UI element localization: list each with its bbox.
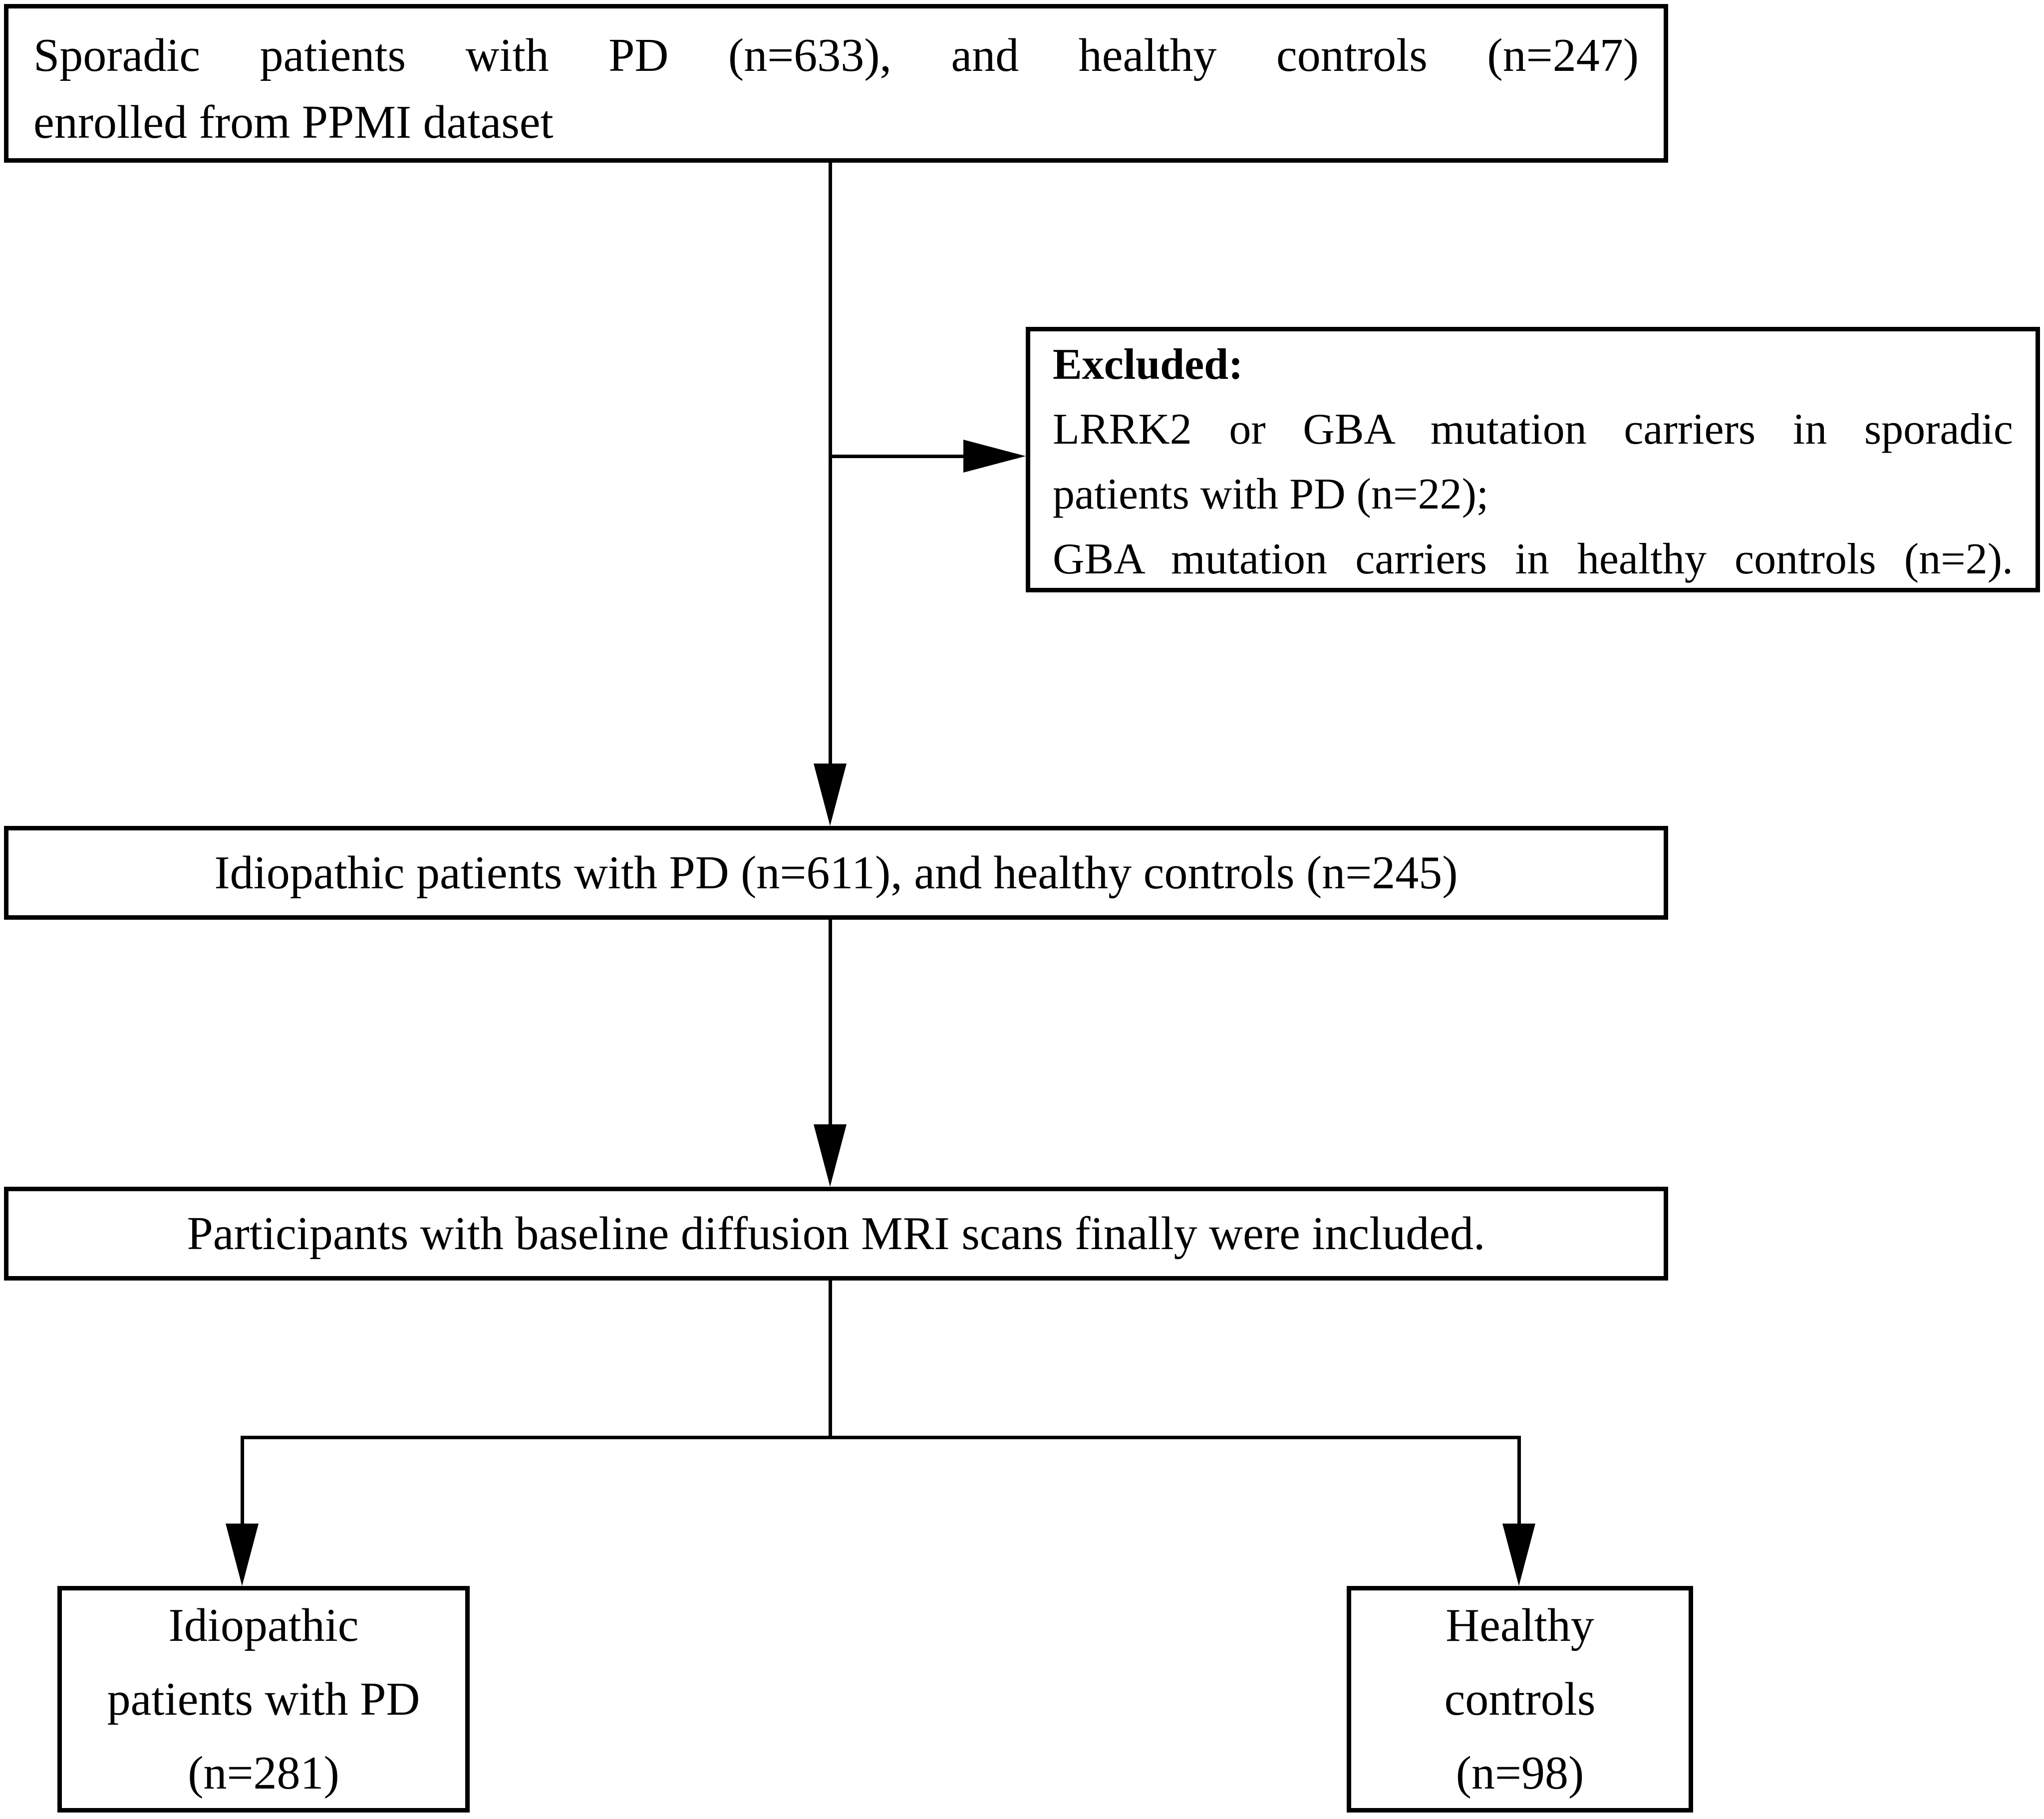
- connector-split-to-final-hc: [1517, 1436, 1521, 1529]
- arrowhead-down-final-pd-icon: [226, 1524, 259, 1586]
- excluded-box-line-1: LRRK2 or GBA mutation carriers in sporad…: [1053, 405, 2013, 454]
- final-hc-box: Healthy controls (n=98): [1347, 1586, 1693, 1813]
- excluded-box: Excluded: LRRK2 or GBA mutation carriers…: [1026, 327, 2040, 592]
- excluded-box-heading: Excluded:: [1053, 340, 1243, 389]
- included-box: Participants with baseline diffusion MRI…: [4, 1187, 1668, 1281]
- enrollment-box-line-1: Sporadic patients with PD (n=633), and h…: [33, 29, 1639, 81]
- arrowhead-right-excluded-icon: [963, 440, 1026, 473]
- included-box-text: Participants with baseline diffusion MRI…: [187, 1208, 1485, 1260]
- connector-included-to-split: [829, 1281, 832, 1439]
- arrowhead-down-final-hc-icon: [1502, 1524, 1535, 1586]
- connector-enrollment-to-idiopathic: [829, 163, 832, 769]
- excluded-box-line-2: patients with PD (n=22);: [1053, 470, 1489, 519]
- excluded-box-line-3: GBA mutation carriers in healthy control…: [1053, 535, 2013, 583]
- final-pd-box-line-1: Idiopathic: [168, 1599, 359, 1651]
- final-pd-box-line-2: patients with PD: [107, 1673, 420, 1725]
- enrollment-box-line-2: enrolled from PPMI dataset: [33, 96, 554, 148]
- connector-split-to-final-pd: [241, 1436, 244, 1529]
- final-pd-box: Idiopathic patients with PD (n=281): [57, 1586, 470, 1813]
- idiopathic-box: Idiopathic patients with PD (n=611), and…: [4, 826, 1668, 920]
- enrollment-box: Sporadic patients with PD (n=633), and h…: [4, 4, 1668, 163]
- final-pd-box-line-3: (n=281): [188, 1747, 339, 1799]
- final-hc-box-line-3: (n=98): [1456, 1747, 1584, 1799]
- final-hc-box-line-2: controls: [1444, 1673, 1596, 1725]
- arrowhead-down-idiopathic-icon: [814, 764, 847, 826]
- connector-idiopathic-to-included: [829, 920, 832, 1129]
- connector-split-horizontal: [241, 1436, 1521, 1439]
- arrowhead-down-included-icon: [814, 1124, 847, 1187]
- connector-branch-to-excluded: [829, 455, 968, 458]
- idiopathic-box-text: Idiopathic patients with PD (n=611), and…: [214, 847, 1458, 899]
- final-hc-box-line-1: Healthy: [1446, 1599, 1594, 1651]
